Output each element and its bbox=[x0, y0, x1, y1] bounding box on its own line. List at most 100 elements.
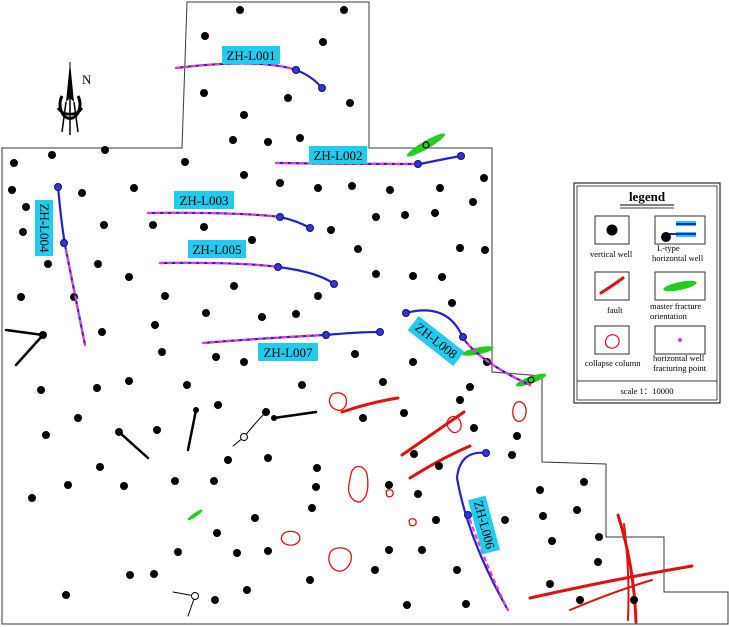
vertical-well bbox=[258, 313, 266, 321]
deviated-well bbox=[272, 410, 318, 420]
vertical-well bbox=[296, 134, 304, 142]
vertical-well bbox=[403, 601, 411, 609]
fracture-symbol bbox=[663, 280, 697, 292]
vertical-well bbox=[573, 506, 581, 514]
fracturing-points-ZH-L004 bbox=[64, 248, 87, 347]
well-label-text: ZH-L007 bbox=[263, 345, 313, 360]
well-label-text: ZH-L001 bbox=[226, 48, 275, 63]
fracturing-points-ZH-L005 bbox=[158, 261, 280, 269]
vertical-well bbox=[28, 494, 36, 502]
deviated-well bbox=[14, 333, 45, 367]
vertical-well bbox=[126, 571, 134, 579]
vertical-well bbox=[410, 450, 418, 458]
horizontal-well-ZH-L005 bbox=[158, 261, 336, 286]
vertical-well-group bbox=[8, 6, 638, 609]
vertical-well bbox=[120, 482, 128, 490]
vertical-well bbox=[630, 596, 638, 604]
vertical-well bbox=[548, 537, 556, 545]
vertical-well bbox=[379, 378, 387, 386]
well-label: ZH-L004 bbox=[35, 200, 53, 256]
north-arrow: N bbox=[56, 62, 92, 135]
horizontal-well-nodes bbox=[54, 66, 490, 519]
well-node bbox=[318, 84, 326, 92]
fault bbox=[400, 410, 466, 457]
vertical-well bbox=[546, 580, 554, 588]
horizontal-well-ZH-L001 bbox=[174, 62, 324, 90]
vertical-well bbox=[211, 596, 219, 604]
vertical-well bbox=[212, 353, 220, 361]
well-label: ZH-L006 bbox=[468, 495, 500, 555]
well-label-text: ZH-L005 bbox=[192, 242, 241, 257]
l-type-well-symbol bbox=[661, 232, 671, 242]
vertical-well bbox=[576, 596, 584, 604]
well-label-text: ZH-L008 bbox=[412, 320, 460, 362]
fracture-orientation bbox=[187, 509, 203, 521]
vertical-well bbox=[96, 463, 104, 471]
vertical-well bbox=[346, 99, 354, 107]
vertical-well bbox=[74, 414, 82, 422]
vertical-well bbox=[539, 512, 547, 520]
vertical-well bbox=[372, 270, 380, 278]
well-label: ZH-L002 bbox=[309, 146, 367, 164]
vertical-well bbox=[385, 546, 393, 554]
vertical-well bbox=[158, 348, 166, 356]
legend-scale: scale 1：10000 bbox=[620, 386, 673, 396]
vertical-well bbox=[149, 221, 157, 229]
fault bbox=[569, 579, 653, 611]
horizontal-well-ZH-L006 bbox=[455, 451, 510, 612]
vertical-well bbox=[17, 293, 25, 301]
well-label: ZH-L001 bbox=[222, 46, 280, 64]
vertical-well bbox=[414, 490, 422, 498]
collapse-column bbox=[446, 415, 462, 434]
well-node bbox=[54, 183, 62, 191]
legend-fault: fault bbox=[607, 305, 623, 315]
vertical-well bbox=[115, 428, 123, 436]
vertical-well bbox=[312, 483, 320, 491]
vertical-well bbox=[130, 184, 138, 192]
vertical-well bbox=[42, 431, 50, 439]
deviated-well bbox=[117, 430, 150, 460]
fault bbox=[340, 396, 400, 414]
vertical-well bbox=[453, 566, 461, 574]
vertical-well bbox=[44, 260, 52, 268]
vertical-well bbox=[193, 407, 199, 413]
vertical-well bbox=[271, 415, 277, 421]
vertical-well bbox=[306, 576, 314, 584]
vertical-well bbox=[308, 504, 316, 512]
vertical-well bbox=[125, 377, 133, 385]
vertical-well bbox=[401, 211, 409, 219]
vertical-well bbox=[501, 516, 509, 524]
deviated-well-heads bbox=[39, 331, 277, 600]
vertical-well bbox=[432, 516, 440, 524]
vertical-well bbox=[456, 244, 464, 252]
deviated-well bbox=[186, 408, 198, 452]
legend-l-type-2: horizontal well bbox=[652, 253, 704, 263]
legend-l-type: L-type bbox=[657, 243, 680, 253]
vertical-well bbox=[480, 174, 488, 182]
vertical-well bbox=[230, 282, 238, 290]
collapse-column bbox=[385, 489, 394, 498]
vertical-well bbox=[248, 236, 256, 244]
vertical-well bbox=[513, 432, 521, 440]
vertical-well bbox=[181, 158, 189, 166]
well-node bbox=[274, 263, 282, 271]
vertical-well bbox=[371, 566, 379, 574]
well-label-text: ZH-L004 bbox=[37, 203, 52, 253]
fault-group bbox=[340, 396, 694, 624]
fracture-orientation bbox=[462, 346, 494, 356]
vertical-well bbox=[240, 358, 248, 366]
vertical-well bbox=[78, 189, 86, 197]
fracturing-points-ZH-L008 bbox=[461, 336, 532, 387]
fracturing-points-ZH-L006 bbox=[468, 518, 510, 612]
legend-vertical-well: vertical well bbox=[590, 249, 633, 259]
vertical-well bbox=[210, 477, 218, 485]
vertical-well bbox=[348, 182, 356, 190]
vertical-well-symbol bbox=[606, 224, 618, 236]
vertical-well bbox=[93, 384, 101, 392]
vertical-well bbox=[200, 89, 208, 97]
legend-inner-frame bbox=[576, 185, 718, 401]
vertical-well bbox=[264, 138, 272, 146]
legend-fracpoint: horizontal well bbox=[653, 353, 705, 363]
well-node bbox=[459, 333, 467, 341]
fault bbox=[623, 523, 630, 621]
